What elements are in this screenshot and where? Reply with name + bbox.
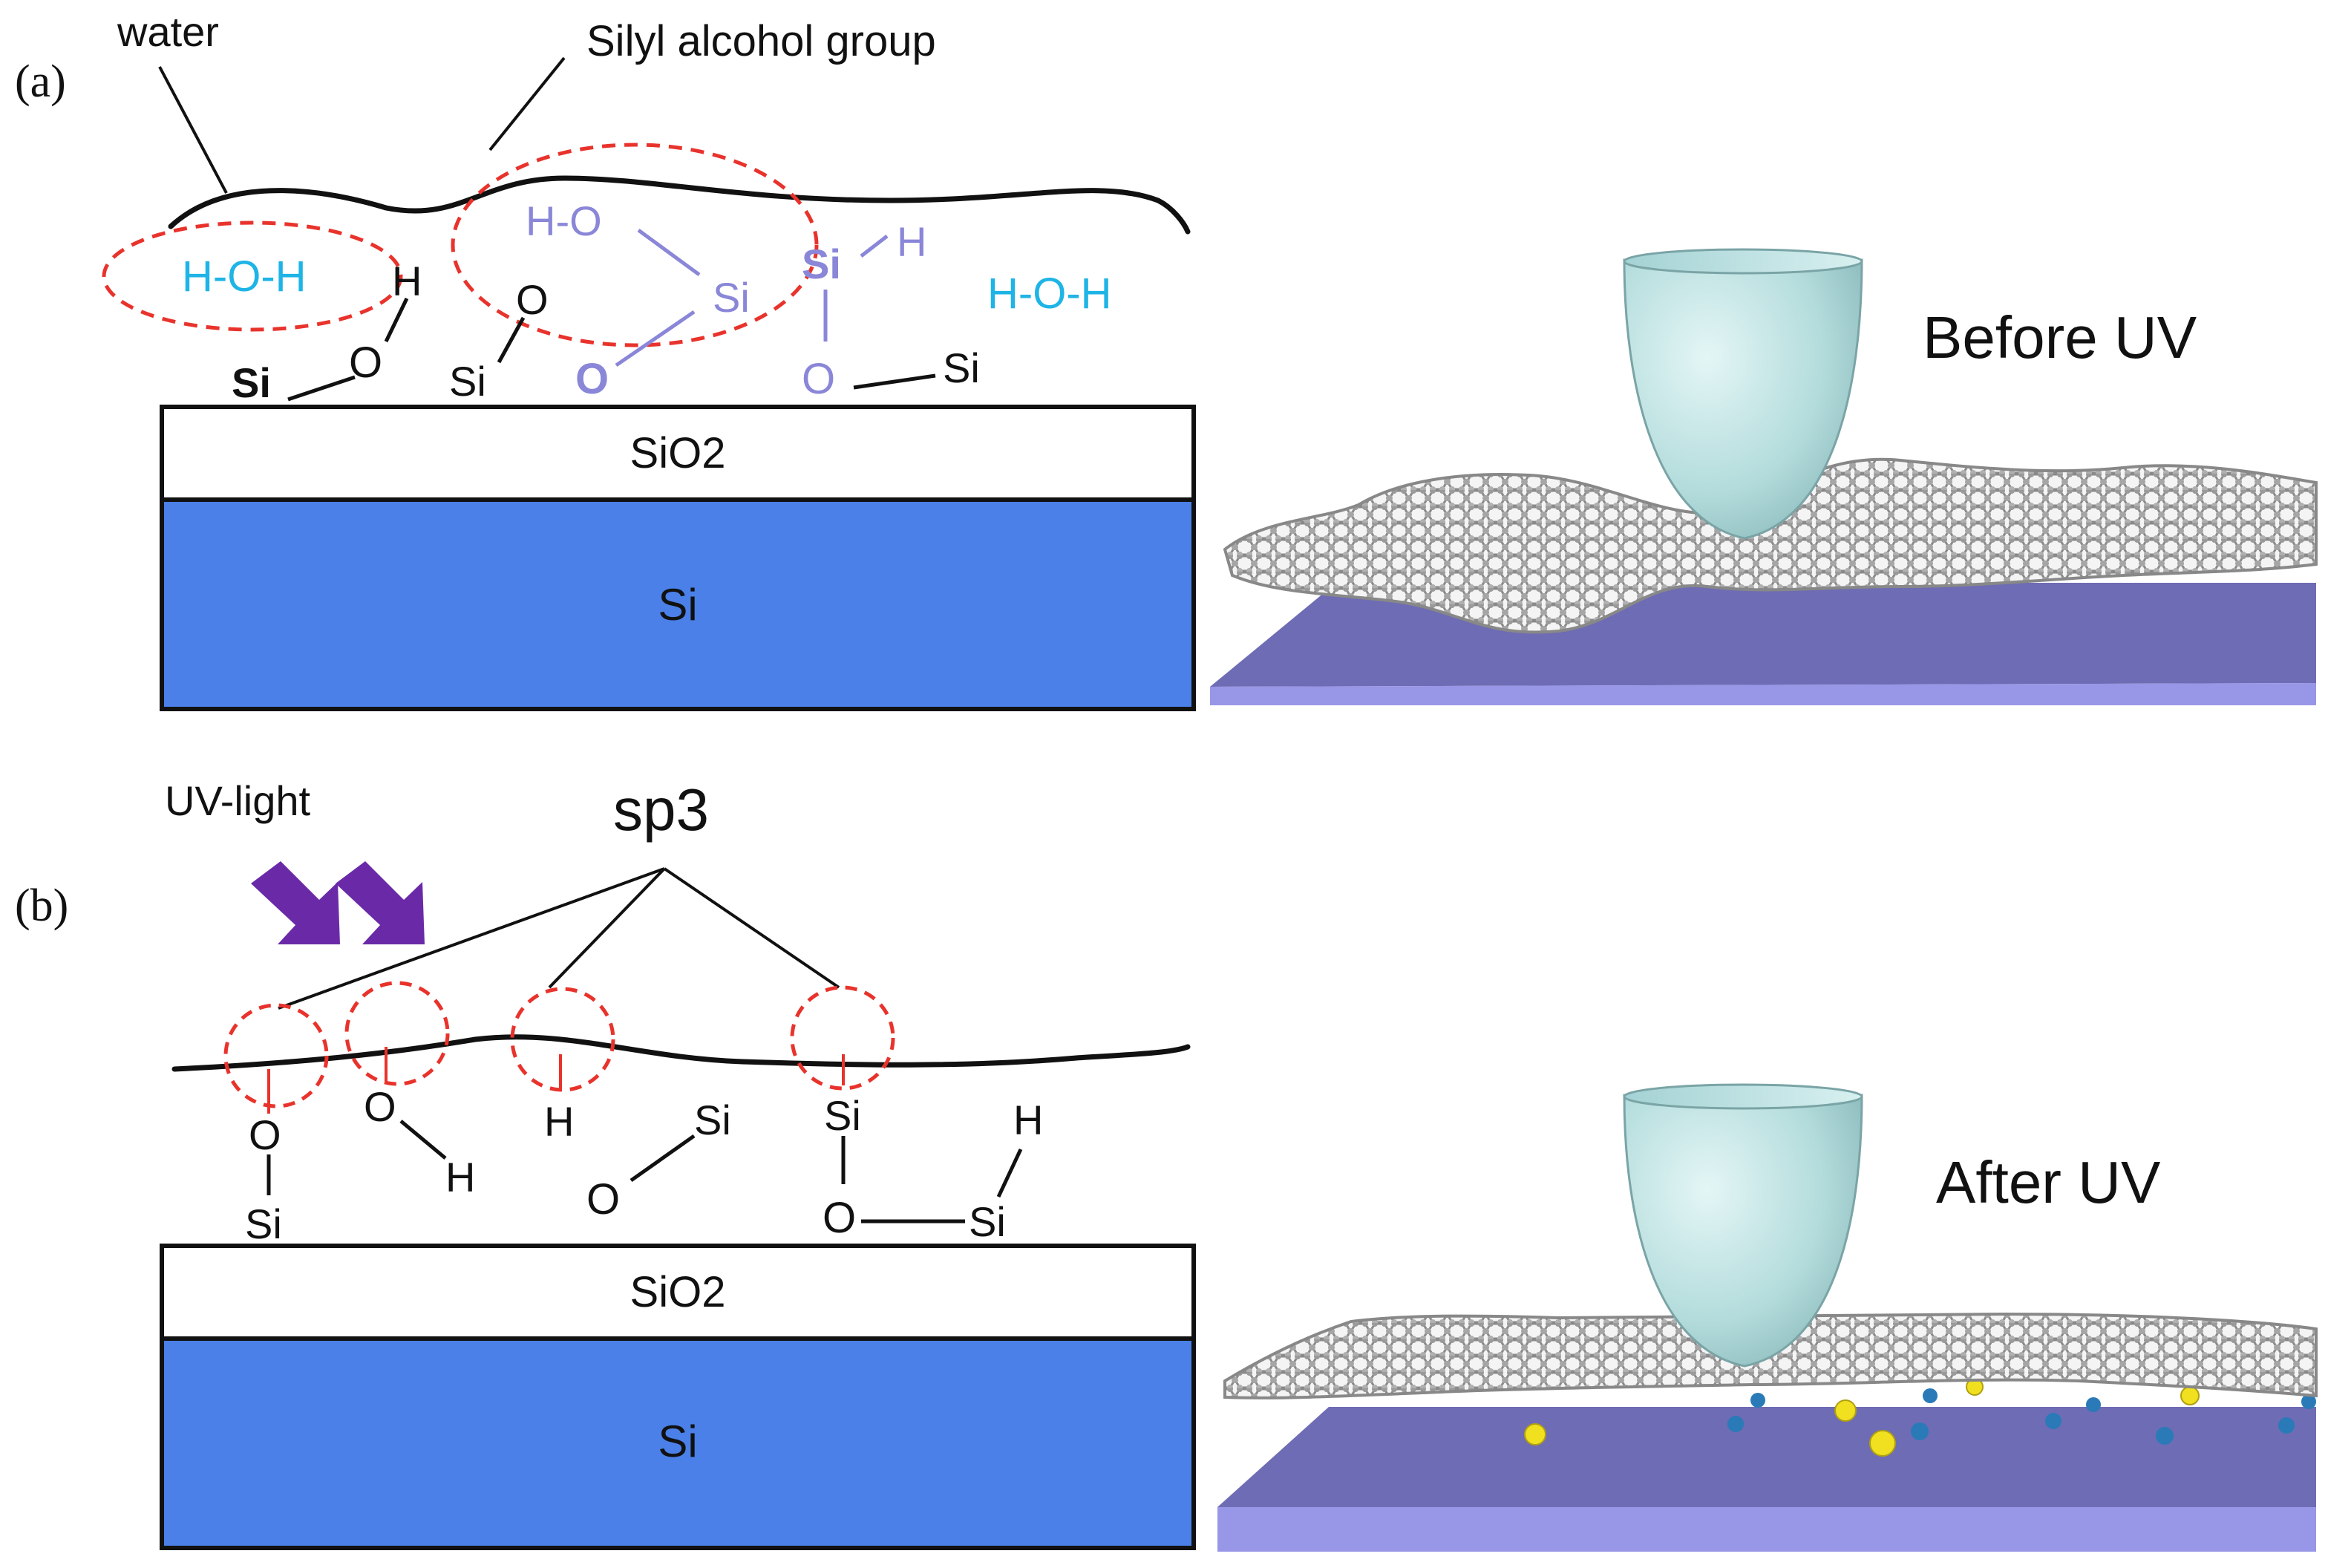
silyl-o: O xyxy=(575,355,609,403)
panel-a-label: (a) xyxy=(15,56,66,107)
blue-atom xyxy=(2301,1394,2316,1409)
silyl-leader-line xyxy=(488,56,566,151)
sio2-label: SiO2 xyxy=(630,429,726,477)
hydroxyl-bond-3 xyxy=(497,316,526,364)
mol-bond-2 xyxy=(399,1120,447,1160)
silyl-h: H xyxy=(897,218,926,265)
blue-atom xyxy=(2278,1417,2295,1434)
mol-o-2: O xyxy=(364,1083,396,1130)
tip-body-before xyxy=(1623,258,1863,540)
silyl-ho: H-O xyxy=(526,197,602,244)
blue-atom xyxy=(2045,1413,2061,1429)
uv-arrow-2 xyxy=(336,861,425,944)
sp3-site-4 xyxy=(790,985,895,1091)
blue-atom xyxy=(2086,1397,2101,1412)
surface-si-bold: Si xyxy=(232,359,271,406)
blue-atom xyxy=(1923,1388,1938,1403)
sp3-site-1 xyxy=(223,1003,329,1108)
water-molecule-highlight xyxy=(102,220,403,332)
sp3-line-1 xyxy=(278,867,665,1010)
mol-o-5: O xyxy=(823,1194,856,1242)
sp3-label: sp3 xyxy=(613,777,709,843)
before-uv-label: Before UV xyxy=(1923,304,2197,370)
yellow-atom xyxy=(1834,1399,1857,1422)
afm-scene-after: After UV xyxy=(1217,1083,2318,1552)
sp3-line-3 xyxy=(663,867,840,989)
silyl-bond-1 xyxy=(637,228,701,277)
afm-tip-after xyxy=(1623,1083,1863,1368)
surface-si-2: Si xyxy=(449,358,486,405)
silyl-si-bold: Si xyxy=(802,241,841,287)
afm-scene-before: Before UV xyxy=(1210,248,2318,705)
si-label: Si xyxy=(658,580,697,630)
si-label-b: Si xyxy=(658,1417,697,1466)
blue-atom xyxy=(1750,1393,1765,1408)
hydroxyl-bond-2 xyxy=(287,375,356,402)
water-molecule-right: H-O-H xyxy=(987,270,1112,318)
mol-si-1: Si xyxy=(245,1200,282,1247)
mol-h-3: H xyxy=(544,1098,574,1145)
substrate-front-before xyxy=(1210,683,2316,705)
panel-b-label: (b) xyxy=(15,881,68,931)
sp3-line-2 xyxy=(548,867,666,989)
yellow-atom xyxy=(1869,1430,1896,1457)
graphene-line-after xyxy=(171,1034,1191,1072)
hydroxyl-h: H xyxy=(392,258,422,304)
mol-bond-4 xyxy=(630,1134,696,1183)
sp3-site-2 xyxy=(344,981,450,1086)
hydroxyl-o: O xyxy=(349,339,382,387)
mol-si-4: Si xyxy=(694,1097,731,1143)
water-molecule-left: H-O-H xyxy=(182,252,307,301)
blue-atom xyxy=(2156,1427,2174,1445)
mol-bond-7 xyxy=(996,1148,1023,1198)
uv-arrow-1 xyxy=(251,861,340,944)
mol-si-5: Si xyxy=(824,1092,861,1139)
graphene-sheet-before xyxy=(1223,457,2318,634)
sio2-layer-b xyxy=(160,1244,1196,1341)
substrate-top-after xyxy=(1217,1407,2316,1507)
mol-o-4: O xyxy=(586,1175,620,1224)
yellow-atom xyxy=(1524,1423,1546,1446)
silyl-si: Si xyxy=(713,274,750,321)
sio2-label-b: SiO2 xyxy=(630,1268,726,1316)
mol-si-6: Si xyxy=(969,1198,1006,1245)
silyl-bond-2 xyxy=(615,310,696,368)
uv-light-label: UV-light xyxy=(165,777,311,824)
water-leader-line xyxy=(158,66,228,194)
tip-top-after xyxy=(1623,1083,1863,1110)
silyl-label: Silyl alcohol group xyxy=(586,17,936,65)
mol-h-2: H xyxy=(445,1154,475,1200)
substrate-front-after xyxy=(1217,1507,2316,1552)
mol-h-6: H xyxy=(1013,1097,1043,1143)
surface-si-right: Si xyxy=(943,344,980,391)
silyl-o-lower: O xyxy=(802,355,835,403)
afm-tip-before xyxy=(1623,248,1863,540)
tip-body-after xyxy=(1623,1094,1863,1368)
water-label: water xyxy=(117,8,219,55)
blue-atom xyxy=(1911,1422,1929,1440)
yellow-atom xyxy=(2180,1386,2200,1405)
hydroxyl-o-2: O xyxy=(516,276,549,323)
panel-b: (b) UV-light sp3 O Si O H H xyxy=(15,777,2318,1552)
silyl-group-highlight xyxy=(451,143,819,347)
si-substrate xyxy=(160,497,1196,711)
si-substrate-b xyxy=(160,1336,1196,1550)
blue-atom xyxy=(1727,1416,1744,1432)
mol-o-1: O xyxy=(249,1111,281,1158)
tip-top-before xyxy=(1623,248,1863,275)
hydroxyl-bond-1 xyxy=(384,297,409,343)
water-surface-line xyxy=(168,175,1191,235)
after-uv-label: After UV xyxy=(1936,1149,2161,1215)
panel-a: (a) water Silyl alcohol group H-O-H H-O-… xyxy=(15,8,2318,711)
sio2-layer xyxy=(160,405,1196,502)
sp3-site-3 xyxy=(510,987,615,1092)
silyl-bond-3 xyxy=(860,235,889,258)
silyl-bond-5 xyxy=(853,373,936,390)
